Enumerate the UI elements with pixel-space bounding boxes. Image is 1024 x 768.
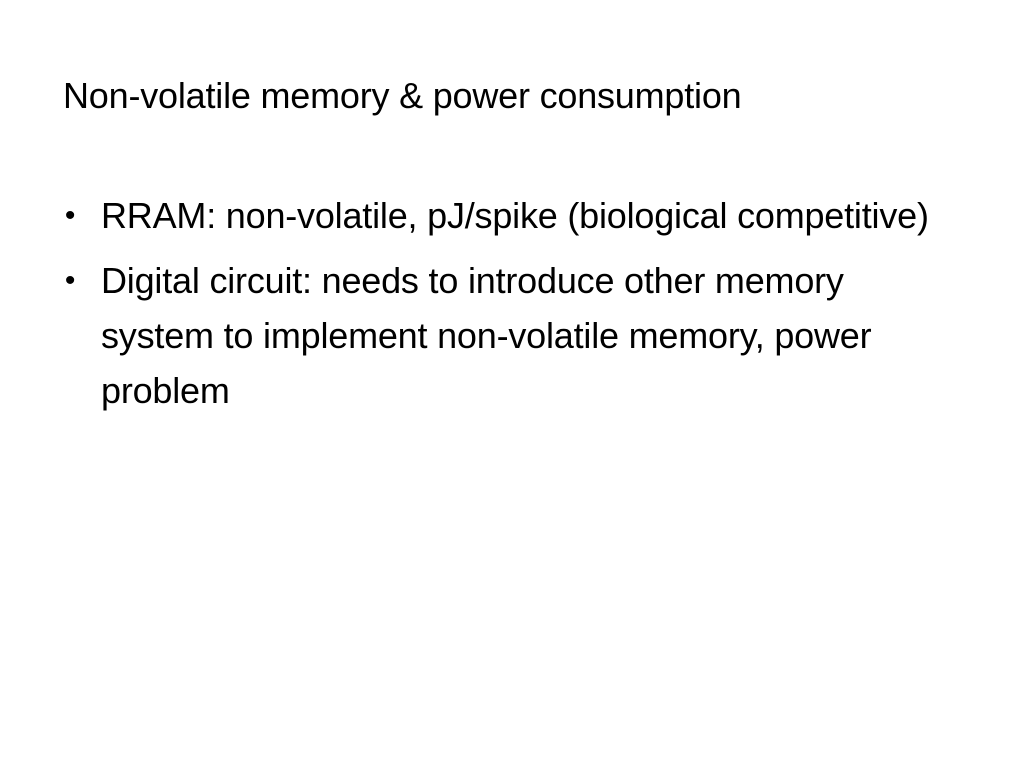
bullet-text: Digital circuit: needs to introduce othe… <box>101 260 872 411</box>
bullet-item-rram: • RRAM: non-volatile, pJ/spike (biologic… <box>60 188 940 243</box>
bullet-dot-icon: • <box>64 199 76 232</box>
bullet-text: RRAM: non-volatile, pJ/spike (biological… <box>101 195 929 236</box>
bullet-item-digital-circuit: • Digital circuit: needs to introduce ot… <box>60 253 940 418</box>
bullet-list: • RRAM: non-volatile, pJ/spike (biologic… <box>60 188 940 428</box>
slide-title: Non-volatile memory & power consumption <box>63 75 742 116</box>
bullet-dot-icon: • <box>64 264 76 297</box>
